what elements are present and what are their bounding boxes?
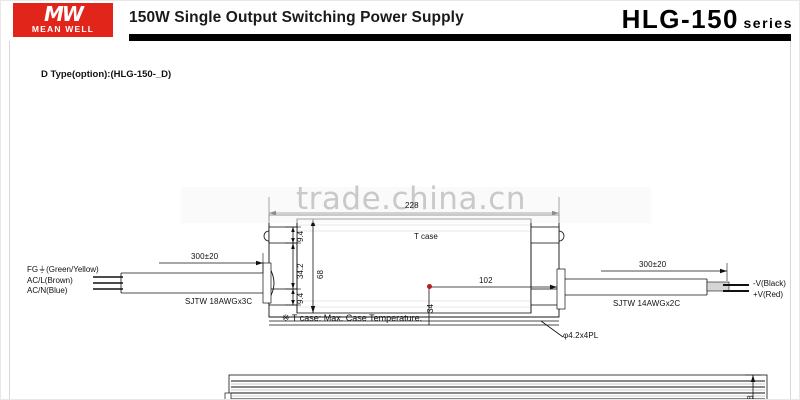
- option-label: D Type(option):(HLG-150-_D): [41, 69, 172, 80]
- tcase-note: ※ T case: Max. Case Temperature.: [282, 313, 423, 323]
- right-border-rule: [790, 41, 791, 399]
- dim-tcase-x: 102: [479, 276, 493, 285]
- input-wire-label-acl: AC/L(Brown): [27, 275, 73, 285]
- dim-output-lead-length: 300±20: [639, 260, 667, 269]
- output-cable-spec: SJTW 14AWGx2C: [613, 299, 681, 308]
- input-wire-label-fg: FG⏚(Green/Yellow): [27, 265, 99, 274]
- meanwell-logo: MW MEAN WELL: [13, 3, 113, 37]
- dim-length-overall: 228: [405, 201, 419, 210]
- output-wire-label-positive: +V(Red): [753, 289, 784, 299]
- header-bar: [129, 34, 791, 41]
- tcase-label: T case: [414, 232, 438, 241]
- drawing-linework: [93, 197, 768, 399]
- input-wire-label-acn: AC/N(Blue): [27, 286, 68, 295]
- left-border-rule: [9, 41, 10, 399]
- dim-slot-top: 9.4: [296, 230, 305, 242]
- dim-tcase-y: 34: [426, 304, 435, 313]
- logo-wordmark: MEAN WELL: [31, 24, 95, 34]
- page-title: 150W Single Output Switching Power Suppl…: [129, 9, 464, 26]
- dim-height-side: 38.8: [746, 395, 755, 399]
- logo-mark: MW: [44, 2, 84, 26]
- input-wire-labels: FG⏚(Green/Yellow) AC/L(Brown) AC/N(Blue): [27, 265, 99, 297]
- page-header: MW MEAN WELL 150W Single Output Switchin…: [1, 1, 799, 41]
- dim-slot-bottom: 9.4: [296, 292, 305, 304]
- dim-slot-mid: 34.2: [296, 263, 305, 279]
- dim-width-overall: 68: [316, 270, 325, 279]
- series-label: series: [743, 15, 793, 31]
- dim-input-lead-length: 300±20: [191, 252, 219, 261]
- input-cable-spec: SJTW 18AWGx3C: [185, 297, 253, 306]
- output-wire-labels: -V(Black) +V(Red): [753, 279, 786, 300]
- dim-mounting-hole: φ4.2x4PL: [563, 331, 599, 340]
- output-wire-label-negative: -V(Black): [753, 279, 786, 288]
- tcase-marker-dot: [427, 284, 432, 289]
- model-number: HLG-150: [621, 4, 739, 34]
- mechanical-drawing: D Type(option):(HLG-150-_D): [1, 41, 799, 399]
